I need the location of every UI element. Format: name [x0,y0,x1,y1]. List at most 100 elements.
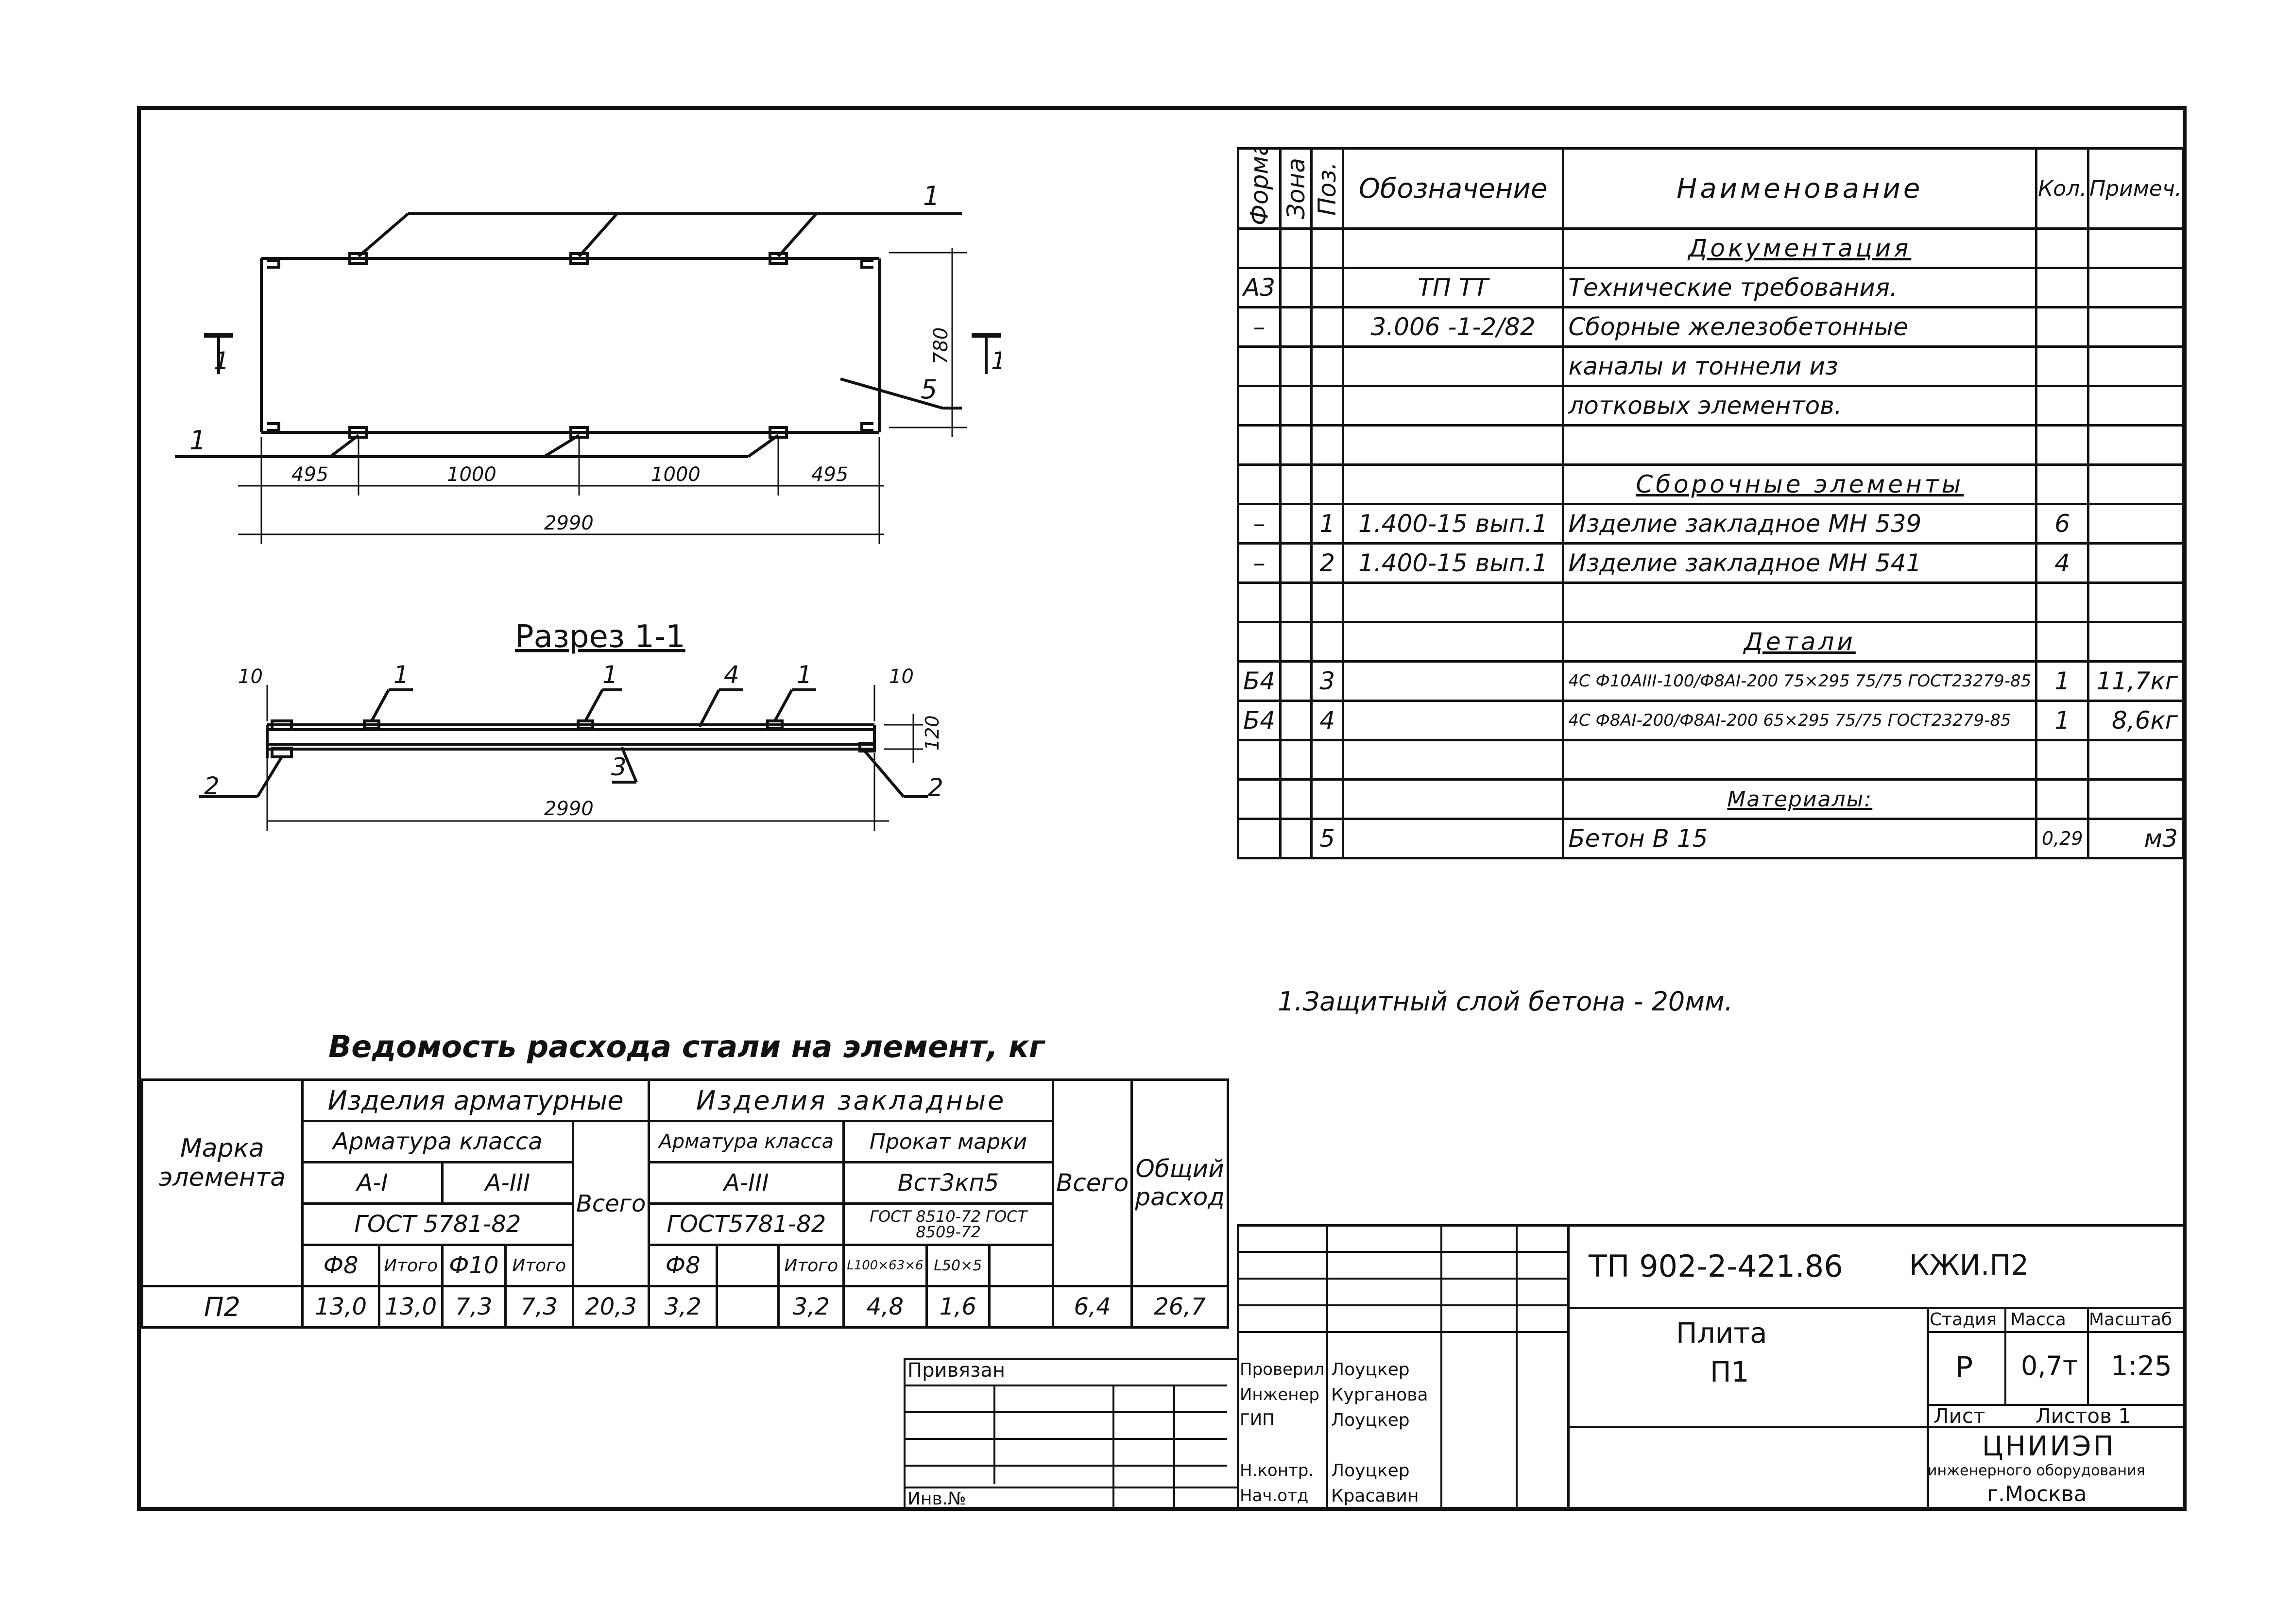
section-mark-right: 1 [991,347,1001,375]
spec-cell-note [2087,739,2184,781]
spec-cell-pos [1310,267,1344,308]
spec-cell-name [1562,739,2038,781]
steel-row-v9: 1,6 [925,1285,991,1329]
spec-cell-format: А3 [1236,267,1282,308]
spec-cell-name: Документация [1562,227,2038,269]
spec-cell-name: Изделие закладное МН 541 [1562,542,2038,584]
spec-cell-name: лотковых элементов. [1562,385,2038,427]
spec-cell-note [2087,621,2184,663]
signer-role: Н.контр. [1240,1461,1314,1480]
spec-row: Документация [1236,227,2184,269]
spec-cell-qty [2035,227,2090,269]
steel-header-vst: Вст3кп5 [842,1161,1054,1205]
spec-cell-pos [1310,306,1344,348]
spec-cell-zone [1279,227,1313,269]
steel-sub-total-c: Итого [777,1244,845,1287]
spec-cell-qty [2035,581,2090,623]
spec-cell-zone [1279,739,1313,781]
steel-header-gost3: ГОСТ 8510-72 ГОСТ 8509-72 [842,1202,1054,1246]
spec-cell-name: Материалы: [1562,778,2038,820]
steel-sub-f8: Ф8 [301,1244,381,1287]
signer-role: ГИП [1240,1410,1275,1430]
spec-cell-note [2087,385,2184,427]
spec-cell-designation [1341,818,1565,859]
spec-cell-pos [1310,581,1344,623]
spec-cell-qty: 4 [2035,542,2090,584]
signer-role: Инженер [1240,1385,1319,1404]
steel-header-gost1: ГОСТ 5781-82 [301,1202,574,1246]
spec-cell-qty: 6 [2035,503,2090,545]
org-name: ЦНИИЭП [1982,1431,2116,1462]
spec-cell-note [2087,542,2184,584]
spec-cell-pos [1310,778,1344,820]
spec-header-format: Формат [1238,148,1281,229]
steel-row-mark: П2 [141,1285,304,1329]
steel-row-v7: 3,2 [777,1285,845,1329]
spec-cell-zone [1279,424,1313,466]
spec-cell-pos: 2 [1310,542,1344,584]
steel-sub-f10: Ф10 [441,1244,507,1287]
dim-height: 780 [930,327,952,364]
spec-cell-format: – [1236,503,1282,545]
spec-row: Материалы: [1236,778,2184,820]
org-subtitle: инженерного оборудования [1928,1462,2145,1479]
product-name: Плита [1676,1316,1767,1350]
spec-cell-note: 8,6кг [2087,700,2184,741]
section-leader-3: 3 [611,753,627,781]
spec-cell-designation [1341,581,1565,623]
specification-table: Формат Зона Поз. Обозначение Наименовани… [1236,147,2184,859]
spec-cell-qty [2035,778,2090,820]
spec-cell-format [1236,345,1282,387]
spec-cell-zone [1279,385,1313,427]
spec-cell-qty [2035,267,2090,308]
section-leader-4: 4 [724,661,739,689]
spec-cell-name: Бетон В 15 [1562,818,2038,859]
section-leader-1b: 1 [602,661,618,689]
plan-leader-1-top: 1 [923,181,940,211]
steel-header-rolled: Прокат марки [842,1120,1054,1163]
sheet-label: Лист [1933,1404,1985,1428]
mass-value: 0,7т [2021,1350,2078,1381]
spec-cell-designation [1341,739,1565,781]
plan-leader-5: 5 [921,374,937,405]
spec-cell-pos [1310,227,1344,269]
steel-row-v8: 4,8 [842,1285,928,1329]
steel-sub-angle-50: L50×5 [925,1244,991,1287]
spec-cell-pos [1310,385,1344,427]
dim-total: 2990 [544,512,594,534]
spec-cell-designation [1341,385,1565,427]
dim-seg3: 1000 [651,463,701,486]
org-city: г.Москва [1987,1482,2087,1506]
spec-cell-qty: 1 [2035,660,2090,702]
spec-cell-qty [2035,306,2090,348]
spec-cell-zone [1279,542,1313,584]
section-drawing: Разрез 1-1 1 1 4 1 3 2 2 10 10 [199,619,943,831]
product-mark: П1 [1710,1355,1749,1388]
spec-header-designation: Обозначение [1341,147,1565,230]
section-leader-2-right: 2 [928,773,943,802]
spec-cell-zone [1279,306,1313,348]
spec-cell-name: Сборные железобетонные [1562,306,2038,348]
spec-header-pos: Поз. [1311,148,1343,229]
spec-cell-pos: 1 [1310,503,1344,545]
doc-number: ТП 902-2-421.86 [1589,1248,1843,1284]
spec-row [1236,739,2184,781]
spec-cell-zone [1279,267,1313,308]
spec-cell-zone [1279,700,1313,741]
steel-row-v3: 7,3 [441,1285,507,1329]
spec-cell-designation [1341,621,1565,663]
section-dim-top-left: 10 [238,666,263,688]
steel-header-rebar-class-embedded: Арматура класса [648,1120,845,1163]
steel-row-total2: 6,4 [1051,1285,1133,1329]
drawing-frame [137,106,2187,1511]
spec-cell-format: – [1236,542,1282,584]
section-dim-height: 120 [922,715,943,751]
steel-row-v10 [988,1285,1054,1329]
signer-name: Лоуцкер [1331,1410,1410,1430]
stage-value: Р [1955,1350,1973,1385]
spec-row: Детали [1236,621,2184,663]
